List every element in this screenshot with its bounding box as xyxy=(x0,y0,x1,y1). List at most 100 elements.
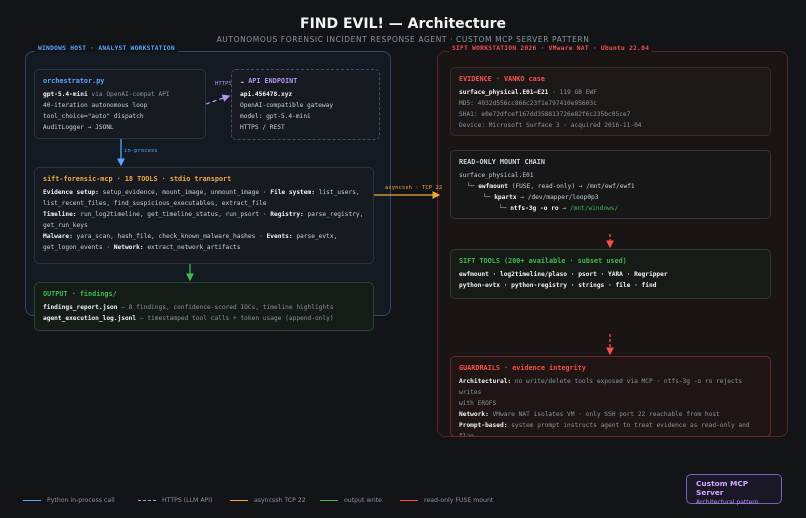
windows-host-label: WINDOWS HOST · ANALYST WORKSTATION xyxy=(35,45,178,52)
page-title: FIND EVIL! — Architecture xyxy=(300,16,506,32)
mcp-group-label: Network: xyxy=(113,244,144,251)
legend-item-output: output write xyxy=(320,497,382,504)
in-process-edge-label: in-process xyxy=(124,148,158,154)
guardrails-card: GUARDRAILS · evidence integrity Architec… xyxy=(450,356,771,437)
evidence-md5: MD5: 4032d556cc866c23f1e797410e95603c xyxy=(459,100,597,107)
guardrail-text: system prompt instructs agent to treat e… xyxy=(459,422,750,437)
mount-step: surface_physical.E01 xyxy=(459,172,534,179)
orchestrator-line: tool_choice="auto" dispatch xyxy=(43,113,144,120)
legend-swatch xyxy=(320,500,338,501)
guardrail-text: no write/delete tools exposed via MCP · … xyxy=(459,378,743,396)
output-file-desc: — timestamped tool calls + token usage (… xyxy=(136,315,334,322)
mount-step: └─ kpartx → /dev/mapper/loop0p3 xyxy=(459,192,762,203)
mcp-group-label: Malware: xyxy=(43,233,73,240)
tree-branch: └─ xyxy=(467,183,479,190)
api-title: API ENDPOINT xyxy=(248,77,298,85)
sift-tools-card: SIFT TOOLS (200+ available · subset used… xyxy=(450,249,771,299)
mount-chain-card: READ-ONLY MOUNT CHAIN surface_physical.E… xyxy=(450,150,771,219)
orchestrator-model: gpt-5.4-mini xyxy=(43,91,88,98)
legend-swatch xyxy=(400,500,418,501)
badge-title: Custom MCP Server xyxy=(696,479,749,497)
api-endpoint-card: ☁ API ENDPOINT api.456478.xyz OpenAI-com… xyxy=(231,69,380,140)
mcp-group-label: Events: xyxy=(266,233,293,240)
output-title: OUTPUT · findings/ xyxy=(43,290,117,298)
mcp-group-label: Registry: xyxy=(270,211,304,218)
sift-tools-title: SIFT TOOLS (200+ available · subset used… xyxy=(459,257,627,265)
api-host: api.456478.xyz xyxy=(240,91,293,98)
mcp-tools-text: get_run_keys xyxy=(43,222,88,229)
guardrails-title: GUARDRAILS · evidence integrity xyxy=(459,364,586,372)
legend-swatch xyxy=(23,500,41,501)
mount-command: ewfmount xyxy=(478,183,508,190)
mount-step: └─ ewfmount (FUSE, read-only) → /mnt/ewf… xyxy=(459,181,762,192)
tree-branch: └─ xyxy=(499,205,511,212)
legend-label: Python in-process call xyxy=(47,497,115,504)
output-file: agent_execution_log.jsonl xyxy=(43,315,137,322)
api-line: OpenAI-compatible gateway xyxy=(240,102,334,109)
legend-item-fuse: read-only FUSE mount xyxy=(400,497,493,504)
mcp-title: sift-forensic-mcp · 18 TOOLS · stdio tra… xyxy=(43,175,232,183)
mcp-tools-text: list_recent_files, find_suspicious_execu… xyxy=(43,200,267,207)
evidence-card: EVIDENCE · VANKO case surface_physical.E… xyxy=(450,67,771,136)
output-card: OUTPUT · findings/ findings_report.json … xyxy=(34,282,374,331)
pattern-badge: Custom MCP Server Architectural pattern xyxy=(686,474,782,506)
orchestrator-line: 40-iteration autonomous loop xyxy=(43,102,148,109)
legend-label: output write xyxy=(344,497,382,504)
mount-path: /mnt/windows/ xyxy=(569,205,619,212)
asyncssh-edge-label: asyncssh · TCP 22 xyxy=(385,185,443,191)
page-subtitle: AUTONOMOUS FORENSIC INCIDENT RESPONSE AG… xyxy=(216,35,590,44)
mcp-tools-text: parse_registry, xyxy=(303,211,364,218)
guardrail-label: Network: xyxy=(459,411,489,418)
mcp-tools-text: list_users, xyxy=(314,189,360,196)
legend-item-python: Python in-process call xyxy=(23,497,115,504)
evidence-sha1: SHA1: e0e72dfcef167dd358813726e82f6c235b… xyxy=(459,111,631,118)
orchestrator-line: AuditLogger → JSONL xyxy=(43,124,114,131)
legend-swatch xyxy=(230,500,248,501)
mcp-group-label: Timeline: xyxy=(43,211,77,218)
legend-label: HTTPS (LLM API) xyxy=(162,497,213,504)
mount-step: └─ ntfs-3g -o ro → /mnt/windows/ xyxy=(459,203,762,214)
evidence-device: Device: Microsoft Surface 3 · acquired 2… xyxy=(459,122,642,129)
mcp-tools-text: run_log2timeline, get_timeline_status, r… xyxy=(76,211,271,218)
mcp-group-label: File system: xyxy=(270,189,315,196)
orchestrator-title: orchestrator.py xyxy=(43,77,105,85)
legend-swatch xyxy=(138,500,156,501)
sift-tools-row: ewfmount · log2timeline/plaso · psort · … xyxy=(459,271,668,278)
mcp-server-card: sift-forensic-mcp · 18 TOOLS · stdio tra… xyxy=(34,167,374,264)
evidence-title: EVIDENCE · VANKO case xyxy=(459,75,545,83)
badge-subtitle: Architectural pattern xyxy=(696,499,759,506)
mount-title: READ-ONLY MOUNT CHAIN xyxy=(459,158,545,166)
legend-item-https: HTTPS (LLM API) xyxy=(138,497,213,504)
mcp-tools-text: parse_evtx, xyxy=(292,233,338,240)
mcp-tools-text: extract_network_artifacts xyxy=(143,244,241,251)
guardrail-text: VMware NAT isolates VM · only SSH port 2… xyxy=(488,411,720,418)
mount-command: ntfs-3g -o ro xyxy=(510,205,559,212)
tree-branch: └─ xyxy=(483,194,495,201)
legend-label: asyncssh TCP 22 xyxy=(254,497,306,504)
mount-arrow: → xyxy=(558,205,570,212)
orchestrator-model-note: via OpenAI-compat API xyxy=(87,91,170,98)
mcp-group-label: Evidence setup: xyxy=(43,189,99,196)
https-edge-label: HTTPS xyxy=(215,81,232,87)
api-line: HTTPS / REST xyxy=(240,124,285,131)
guardrail-label: Prompt-based: xyxy=(459,422,508,429)
cloud-icon: ☁ xyxy=(240,77,245,85)
mount-target: (FUSE, read-only) → /mnt/ewf/ewf1 xyxy=(508,183,635,190)
orchestrator-card: orchestrator.py gpt-5.4-mini via OpenAI-… xyxy=(34,69,206,139)
guardrail-text: with EROFS xyxy=(459,400,497,407)
mount-command: kpartx xyxy=(494,194,517,201)
mcp-tools-text: setup_evidence, mount_image, unmount_ima… xyxy=(98,189,271,196)
legend-label: read-only FUSE mount xyxy=(424,497,494,504)
api-line: model: gpt-5.4-mini xyxy=(240,113,311,120)
output-file-desc: — 8 findings, confidence-scored IOCs, ti… xyxy=(117,304,334,311)
evidence-file: surface_physical.E01–E21 xyxy=(459,89,549,96)
mcp-tools-text: get_logon_events · xyxy=(43,244,114,251)
sift-tools-row: python-evtx · python-registry · strings … xyxy=(459,282,657,289)
edge-orchestrator-to-api xyxy=(205,94,231,105)
output-file: findings_report.json xyxy=(43,304,118,311)
mount-target: → /dev/mapper/loop0p3 xyxy=(516,194,599,201)
legend-item-asyncssh: asyncssh TCP 22 xyxy=(230,497,306,504)
sift-workstation-label: SIFT WORKSTATION 2026 · VMware NAT · Ubu… xyxy=(449,45,653,52)
guardrail-label: Architectural: xyxy=(459,378,512,385)
evidence-size: · 119 GB EWF xyxy=(548,89,597,96)
